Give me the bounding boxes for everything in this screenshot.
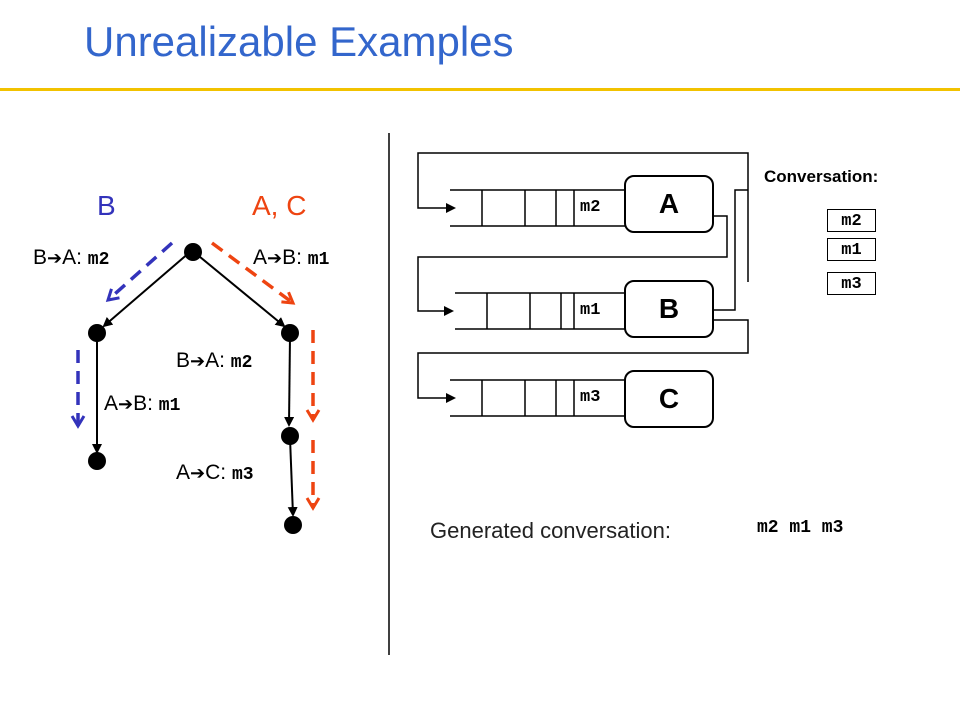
conversation-message-3: m3 xyxy=(827,272,876,295)
tree-edges xyxy=(92,251,298,517)
generated-conversation-label: Generated conversation: xyxy=(430,518,671,543)
tree-edge-right-down xyxy=(287,437,298,517)
tree-edge-right-mid xyxy=(284,335,295,427)
tree-node-root xyxy=(184,243,202,261)
tree-node-right xyxy=(281,324,299,342)
edge-label-4: A➔B: m1 xyxy=(104,392,181,416)
queue-a xyxy=(450,189,625,227)
wire-into-queue-c xyxy=(417,319,749,403)
queue-b-head: m1 xyxy=(580,301,601,320)
page-title: Unrealizable Examples xyxy=(84,18,514,65)
party-label-right: A, C xyxy=(252,190,307,221)
generated-conversation-value: m2 m1 m3 xyxy=(757,518,844,538)
peer-name-a: A xyxy=(658,188,680,219)
peer-box-b xyxy=(624,280,714,338)
conversation-message-2: m1 xyxy=(827,238,876,261)
conversation-title: Conversation: xyxy=(764,167,879,186)
peer-box-c xyxy=(624,370,714,428)
queue-a-head: m2 xyxy=(580,198,601,217)
peer-box-a xyxy=(624,175,714,233)
tree-edge-root-left xyxy=(102,251,191,328)
peer-name-c: C xyxy=(658,383,680,414)
edge-label-5: A➔C: m3 xyxy=(176,461,254,485)
wire-into-queue-b xyxy=(417,215,728,316)
title-underline xyxy=(0,88,960,91)
edge-label-3: B➔A: m2 xyxy=(176,349,253,373)
red-dashed-path xyxy=(210,241,321,511)
feedback-wires xyxy=(417,152,749,403)
tree-nodes xyxy=(88,243,302,534)
tree-edge-root-right xyxy=(193,251,286,328)
wire-into-queue-a xyxy=(417,152,749,282)
wire-b-to-a-loop xyxy=(713,189,748,311)
blue-dashed-path xyxy=(70,241,174,429)
conversation-message-1: m2 xyxy=(827,209,876,232)
queue-c-head: m3 xyxy=(580,388,601,407)
tree-node-left xyxy=(88,324,106,342)
tree-node-right-mid xyxy=(281,427,299,445)
edge-label-2: A➔B: m1 xyxy=(253,246,330,270)
peer-name-b: B xyxy=(658,293,680,324)
party-label-left: B xyxy=(97,190,116,221)
edge-label-1: B➔A: m2 xyxy=(33,246,110,270)
tree-node-left-leaf xyxy=(88,452,106,470)
queue-b xyxy=(455,292,625,330)
queue-c xyxy=(450,379,625,417)
tree-node-right-leaf xyxy=(284,516,302,534)
